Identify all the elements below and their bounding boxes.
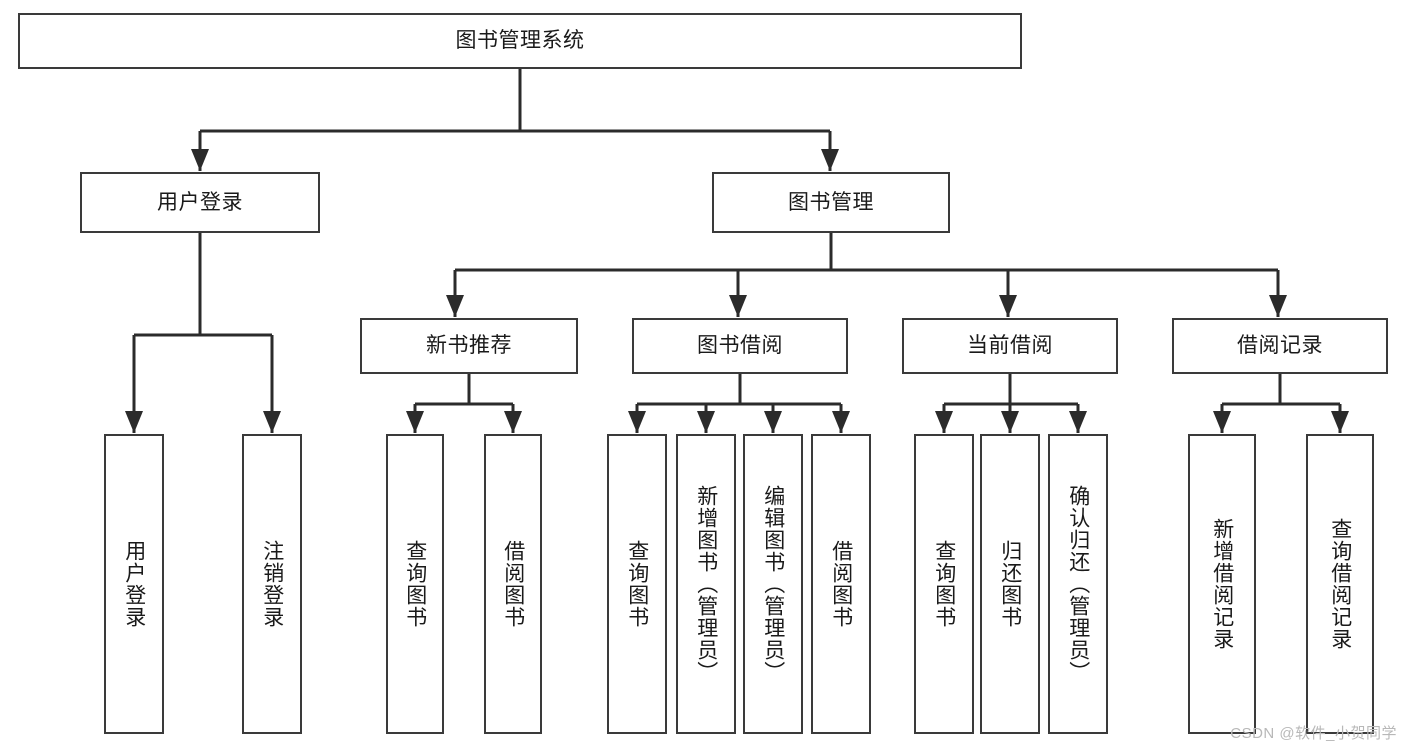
root-node-0-图书管理系统[interactable]: 图书管理系统 [18,13,1022,69]
leaf-node-2-查询图书[interactable]: 查询图书 [386,434,444,734]
node-label: 确认归还（管理员） [1066,485,1090,683]
level3-node-0-新书推荐[interactable]: 新书推荐 [360,318,578,374]
csdn-watermark: CSDN @软件_小贺同学 [1230,725,1397,742]
leaf-node-9-归还图书[interactable]: 归还图书 [980,434,1040,734]
node-label: 图书借阅 [697,334,783,358]
node-label: 借阅图书 [829,540,853,628]
node-label: 查询图书 [625,540,649,628]
node-label: 注销登录 [260,540,284,628]
node-label: 借阅记录 [1237,334,1323,358]
leaf-node-4-查询图书[interactable]: 查询图书 [607,434,667,734]
node-label: 新书推荐 [426,334,512,358]
leaf-node-6-编辑图书管理[interactable]: 编辑图书（管理员） [743,434,803,734]
node-label: 新增图书（管理员） [694,485,718,683]
node-label: 归还图书 [998,540,1022,628]
node-label: 借阅图书 [501,540,525,628]
leaf-node-11-新增借阅记录[interactable]: 新增借阅记录 [1188,434,1256,734]
node-label: 编辑图书（管理员） [761,485,785,683]
leaf-node-5-新增图书管理[interactable]: 新增图书（管理员） [676,434,736,734]
node-label: 当前借阅 [967,334,1053,358]
node-label: 用户登录 [157,190,243,214]
leaf-node-10-确认归还管理[interactable]: 确认归还（管理员） [1048,434,1108,734]
level3-node-2-当前借阅[interactable]: 当前借阅 [902,318,1118,374]
node-label: 新增借阅记录 [1210,518,1234,650]
level3-node-1-图书借阅[interactable]: 图书借阅 [632,318,848,374]
leaf-node-8-查询图书[interactable]: 查询图书 [914,434,974,734]
node-label: 图书管理系统 [455,29,585,53]
leaf-node-0-用户登录[interactable]: 用户登录 [104,434,164,734]
node-label: 图书管理 [788,190,874,214]
node-label: 查询借阅记录 [1328,518,1352,650]
leaf-node-1-注销登录[interactable]: 注销登录 [242,434,302,734]
node-label: 用户登录 [122,540,146,628]
level2-node-0-用户登录[interactable]: 用户登录 [80,172,320,233]
leaf-node-12-查询借阅记录[interactable]: 查询借阅记录 [1306,434,1374,734]
level2-node-1-图书管理[interactable]: 图书管理 [712,172,950,233]
node-label: 查询图书 [403,540,427,628]
level3-node-3-借阅记录[interactable]: 借阅记录 [1172,318,1388,374]
leaf-node-7-借阅图书[interactable]: 借阅图书 [811,434,871,734]
leaf-node-3-借阅图书[interactable]: 借阅图书 [484,434,542,734]
node-label: 查询图书 [932,540,956,628]
